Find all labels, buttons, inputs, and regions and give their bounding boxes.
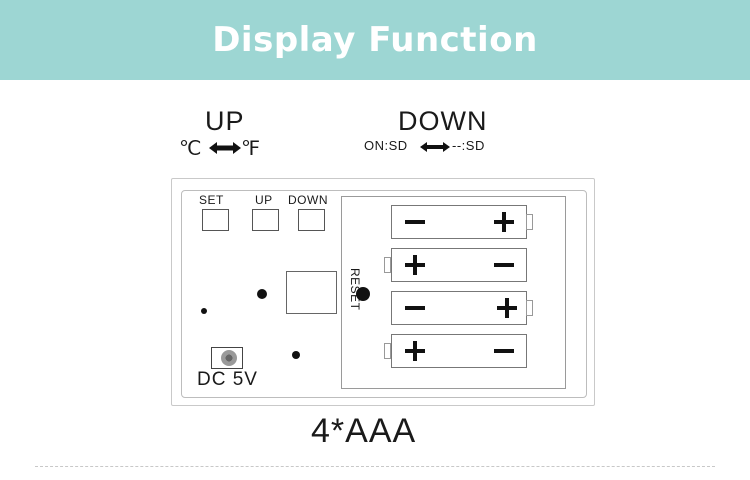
dc-jack-icon [221, 350, 237, 366]
battery-spec-label: 4*AAA [311, 412, 417, 450]
plus-icon [413, 341, 417, 361]
set-button [202, 209, 229, 231]
up-label: UP [205, 106, 245, 136]
header-banner: Display Function [0, 0, 750, 80]
page-title: Display Function [212, 20, 538, 60]
double-arrow-icon [420, 142, 450, 152]
celsius-label: ℃ [179, 138, 202, 160]
battery-3 [391, 291, 527, 325]
battery-2 [391, 248, 527, 282]
plus-icon [505, 298, 509, 318]
set-label: SET [199, 193, 224, 207]
fahrenheit-label: ℉ [241, 138, 261, 160]
down-label: DOWN [398, 106, 488, 136]
battery-4 [391, 334, 527, 368]
plus-icon [413, 255, 417, 275]
dc-voltage-label: DC 5V [197, 369, 258, 390]
minus-icon [405, 306, 425, 310]
up-button-label: UP [255, 193, 273, 207]
off-sd-label: --:SD [452, 138, 485, 153]
battery-terminal [526, 214, 533, 230]
dc-jack [211, 347, 243, 369]
minus-icon [494, 263, 514, 267]
minus-icon [405, 220, 425, 224]
plus-icon [502, 212, 506, 232]
battery-1 [391, 205, 527, 239]
down-button-label: DOWN [288, 193, 328, 207]
down-button [298, 209, 325, 231]
battery-compartment [341, 196, 566, 389]
battery-terminal [384, 343, 391, 359]
screw-dot [201, 308, 207, 314]
screw-dot [257, 289, 267, 299]
screw-dot [292, 351, 300, 359]
device-inner-frame [181, 190, 587, 398]
minus-icon [494, 349, 514, 353]
battery-terminal [384, 257, 391, 273]
up-button [252, 209, 279, 231]
reset-button [356, 287, 370, 301]
reset-outline [286, 271, 337, 314]
section-divider [35, 466, 715, 467]
on-sd-label: ON:SD [364, 138, 408, 153]
battery-terminal [526, 300, 533, 316]
device-outer-frame [171, 178, 595, 406]
double-arrow-icon [209, 142, 241, 154]
